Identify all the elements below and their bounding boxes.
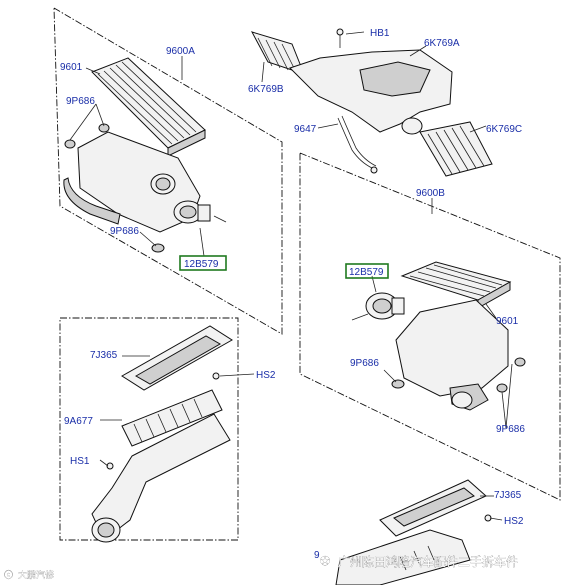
- bolt-hb1: [336, 28, 344, 48]
- label-9600a: 9600A: [166, 46, 195, 57]
- intake-tube-lower-right: [335, 514, 492, 585]
- watermark-logo-text: 大鹏汽修: [18, 569, 54, 581]
- air-cleaner-housing-right: [395, 299, 509, 411]
- label-9p686-a: 9P686: [66, 96, 95, 107]
- highlight-box-12b579-left: [179, 255, 227, 271]
- label-9p686-c: 9P686: [350, 358, 379, 369]
- label-6k769a: 6K769A: [424, 38, 460, 49]
- label-9647: 9647: [294, 124, 317, 135]
- intake-duct-seal-7j365-right: [379, 479, 487, 537]
- intake-duct-6k769a: [289, 49, 453, 135]
- label-12b579-left: 12B579: [184, 259, 219, 270]
- label-9601-left: 9601: [60, 62, 83, 73]
- watermark-logo: ⓒ 大鹏汽修: [4, 569, 54, 581]
- frame-right: [299, 152, 561, 501]
- watermark-main: ✪ 广州陈田鸿隆汽车配件二手拆车件: [320, 554, 518, 569]
- label-9600b: 9600B: [416, 188, 445, 199]
- grommets-left: [64, 123, 165, 253]
- clips-left: [106, 372, 220, 470]
- label-7j365-right: 7J365: [494, 490, 522, 501]
- air-filter-element-right: [400, 261, 512, 309]
- part-labels: 9601 9600A 9P686 9P686 12B579 6K769B HB1…: [60, 28, 525, 561]
- watermark-logo-icon: ⓒ: [4, 570, 13, 581]
- mass-air-flow-sensor-left: [173, 200, 227, 224]
- label-9p686-d: 9P686: [496, 424, 525, 435]
- intake-tube-lower-left: [91, 413, 231, 543]
- label-7j365-left: 7J365: [90, 350, 118, 361]
- label-hs2-left: HS2: [256, 370, 276, 381]
- label-6k769b: 6K769B: [248, 84, 284, 95]
- label-9a677: 9A677: [64, 416, 93, 427]
- mass-air-flow-sensor-right: [351, 292, 405, 321]
- resonator-9a677: [121, 389, 223, 447]
- watermark-main-text: 广州陈田鸿隆汽车配件二手拆车件: [338, 554, 518, 569]
- label-9601-right: 9601: [496, 316, 519, 327]
- label-hs1: HS1: [70, 456, 90, 467]
- label-hb1: HB1: [370, 28, 390, 39]
- label-12b579-right: 12B579: [349, 267, 384, 278]
- frame-bottom-left: [59, 317, 239, 541]
- intake-duct-seal-7j365-left: [121, 325, 233, 391]
- vent-tube-9647: [337, 115, 378, 174]
- frame-top-left: [53, 7, 283, 335]
- label-9p686-b: 9P686: [110, 226, 139, 237]
- intake-hose-6k769c: [419, 121, 493, 177]
- label-hs2-right: HS2: [504, 516, 524, 527]
- label-6k769c: 6K769C: [486, 124, 522, 135]
- air-filter-element-left: [91, 57, 206, 157]
- label-9-bottom: 9: [314, 550, 320, 561]
- highlight-box-12b579-right: [345, 263, 389, 279]
- grommets-right: [391, 357, 526, 393]
- intake-hose-6k769b: [250, 31, 305, 75]
- watermark-wechat-icon: ✪: [320, 554, 330, 568]
- leader-lines: [69, 31, 513, 521]
